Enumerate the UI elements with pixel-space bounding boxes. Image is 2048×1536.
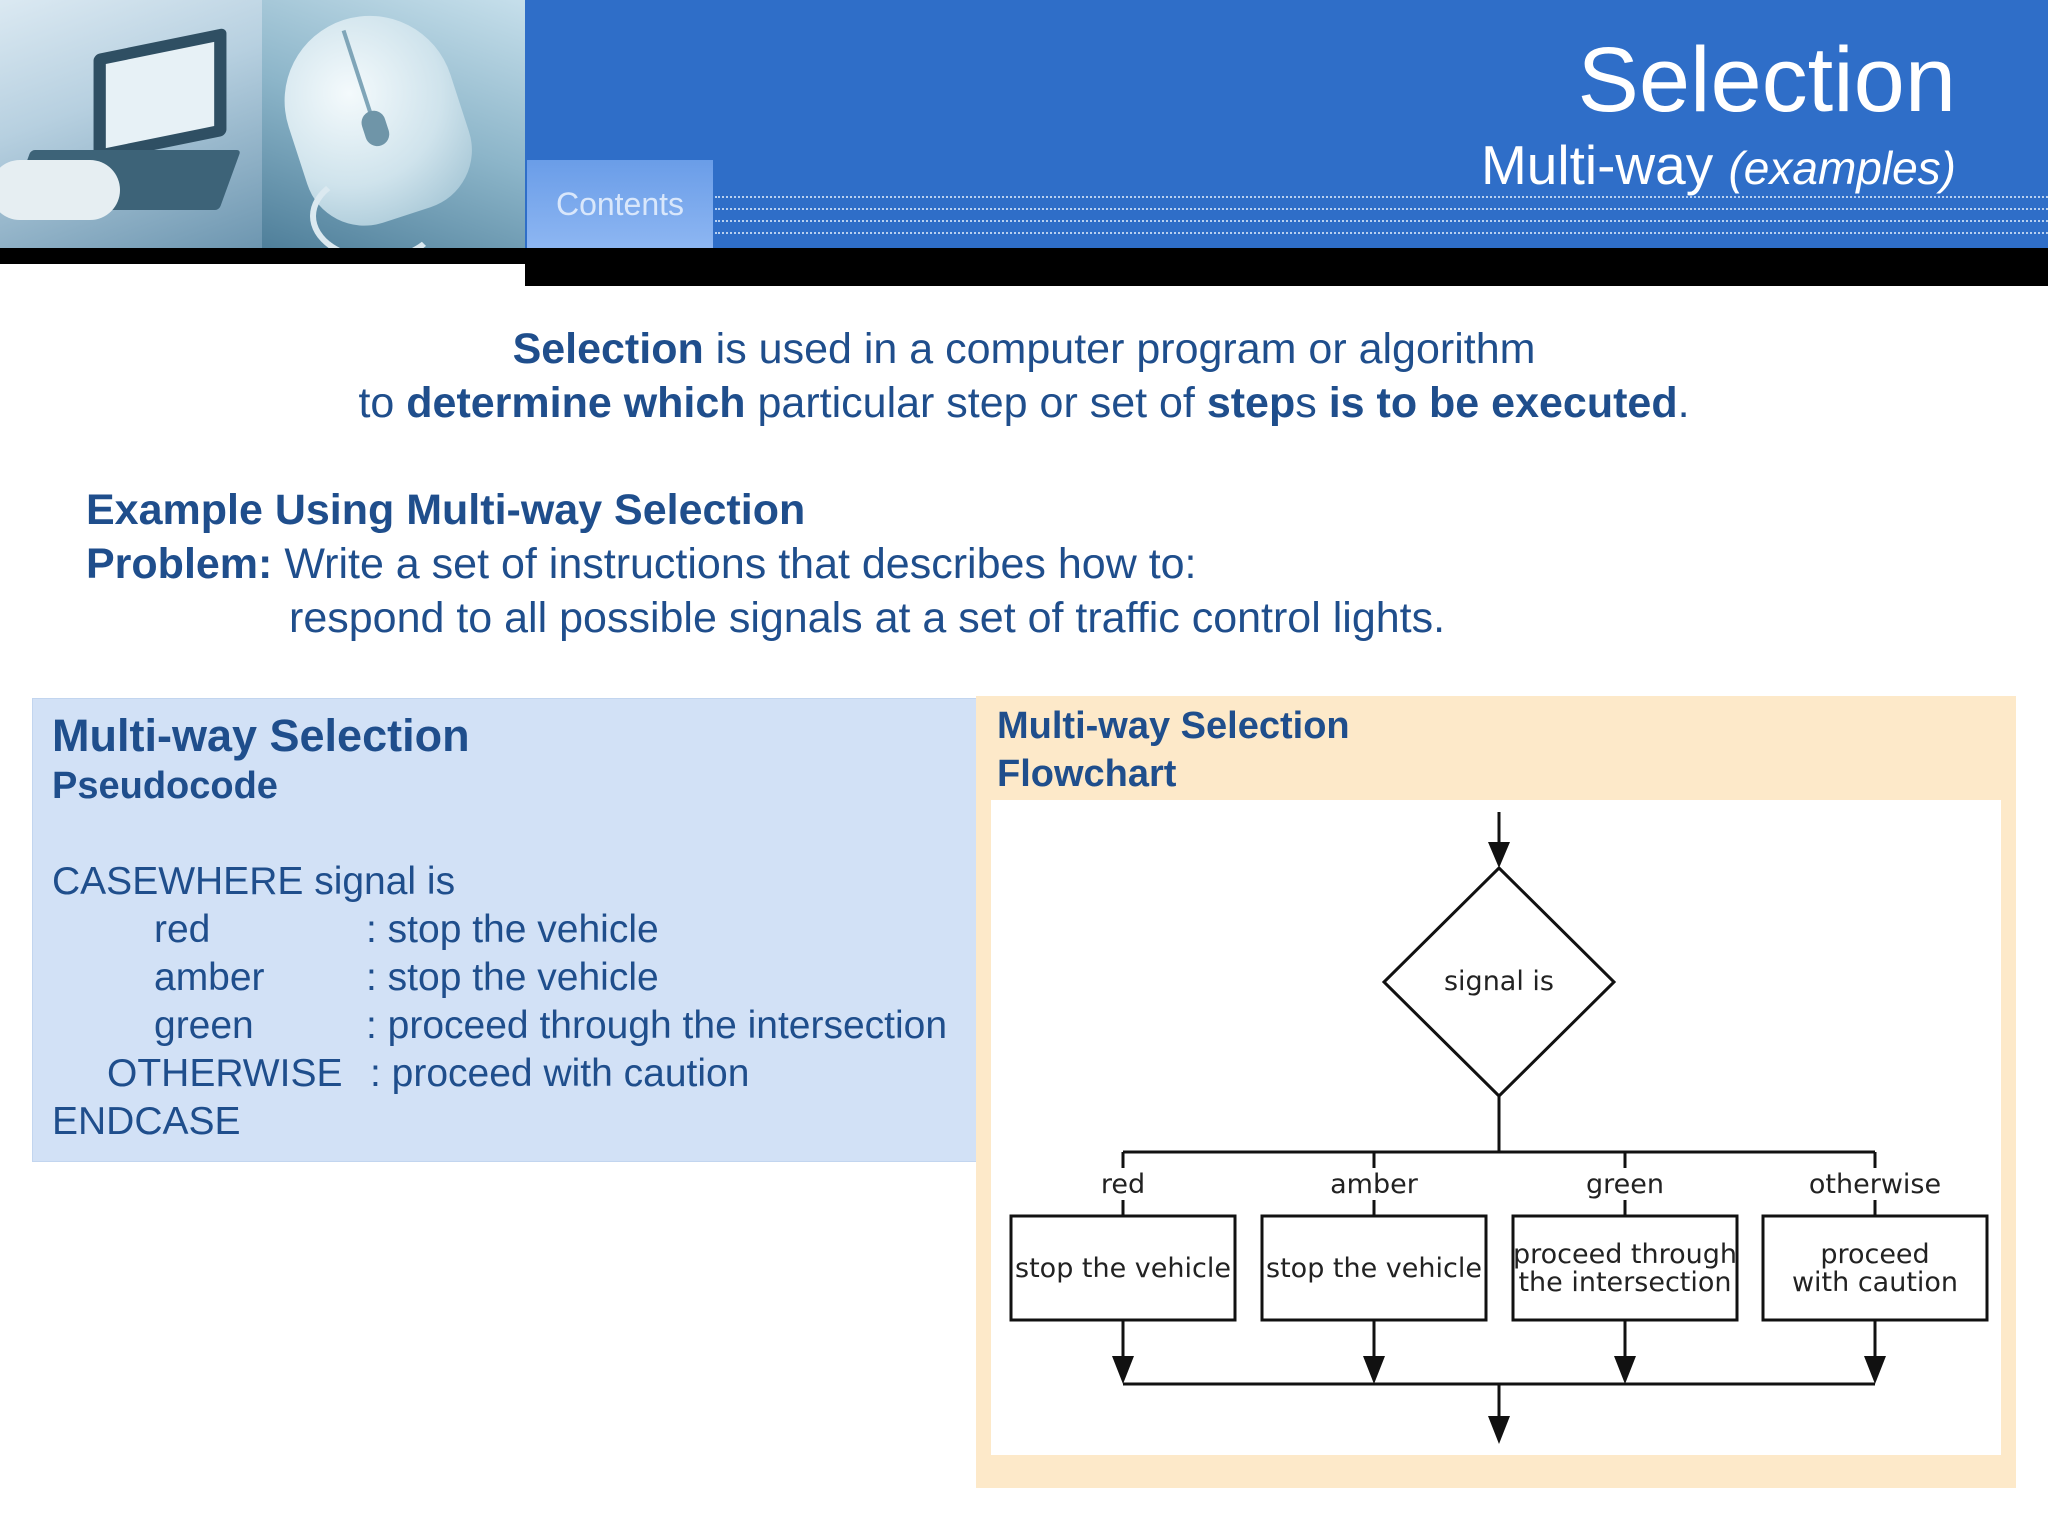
flowchart-subtitle: Flowchart xyxy=(997,753,1177,795)
arrowhead-amber xyxy=(1363,1356,1385,1384)
pseudocode-subtitle: Pseudocode xyxy=(52,765,278,807)
branch-label-green: green xyxy=(1586,1169,1664,1200)
intro-bold-executed: is to be executed xyxy=(1316,379,1678,427)
flowchart-canvas: signal is red amber green otherwise stop… xyxy=(991,800,2001,1455)
dotted-line-4 xyxy=(715,232,2048,234)
header-divider-left xyxy=(0,248,525,264)
action-text-red: stop the vehicle xyxy=(1015,1253,1231,1284)
hand-image xyxy=(0,160,120,220)
code-red-action: : stop the vehicle xyxy=(366,908,659,951)
branch-label-amber: amber xyxy=(1330,1169,1419,1200)
intro-line-1: Selection is used in a computer program … xyxy=(0,322,2048,376)
intro-line-2: to determine which particular step or se… xyxy=(0,376,2048,430)
dotted-line-2 xyxy=(715,208,2048,210)
example-block: Example Using Multi-way Selection Proble… xyxy=(86,483,1197,591)
exit-arrowhead xyxy=(1488,1416,1510,1444)
example-heading: Example Using Multi-way Selection xyxy=(86,486,806,534)
header-photo xyxy=(0,0,525,248)
arrowhead-green xyxy=(1614,1356,1636,1384)
code-green-action: : proceed through the intersection xyxy=(366,1004,948,1047)
subtitle-italic: (examples) xyxy=(1728,142,1956,194)
code-endcase: ENDCASE xyxy=(52,1100,241,1143)
problem-label: Problem: xyxy=(86,540,273,588)
slide-subtitle: Multi-way (examples) xyxy=(1481,135,1956,198)
intro-line2-end: . xyxy=(1677,379,1690,427)
intro-line2-pre: to xyxy=(358,379,407,427)
action-box-red xyxy=(1009,1214,1237,1322)
flowchart-diagram: signal is red amber green otherwise stop… xyxy=(1009,812,1989,1444)
dotted-line-1 xyxy=(715,196,2048,198)
action-box-amber xyxy=(1260,1214,1488,1322)
action-box-green xyxy=(1511,1214,1739,1322)
arrowhead-otherwise xyxy=(1864,1356,1886,1384)
contents-tab[interactable]: Contents xyxy=(527,160,713,248)
code-green-label: green xyxy=(154,1004,254,1047)
header-divider-right xyxy=(525,248,2048,286)
code-casewhere: CASEWHERE signal is xyxy=(52,860,456,903)
branch-label-red: red xyxy=(1101,1169,1145,1200)
arrowhead-red xyxy=(1112,1356,1134,1384)
action-text-amber: stop the vehicle xyxy=(1266,1253,1482,1284)
code-amber-label: amber xyxy=(154,956,265,999)
intro-bold-selection: Selection xyxy=(512,325,704,373)
code-otherwise-action: : proceed with caution xyxy=(370,1052,750,1095)
action-text-otherwise-line2: with caution xyxy=(1792,1267,1958,1298)
slide-title: Selection xyxy=(1577,29,1956,131)
decision-label: signal is xyxy=(1444,966,1554,997)
intro-line2-mid: particular step or set of xyxy=(745,379,1207,427)
action-text-otherwise-line1: proceed xyxy=(1820,1239,1929,1270)
problem-continuation: respond to all possible signals at a set… xyxy=(289,594,1446,642)
laptop-photo xyxy=(0,0,262,248)
intro-bold-determine: determine which xyxy=(406,379,746,427)
action-text-green-line1: proceed through xyxy=(1513,1239,1737,1270)
code-amber-action: : stop the vehicle xyxy=(366,956,659,999)
laptop-screen-image xyxy=(93,27,227,163)
pseudocode-title: Multi-way Selection xyxy=(52,710,470,761)
mouse-cable-image xyxy=(310,170,442,248)
pseudocode-panel xyxy=(32,698,978,1162)
dotted-line-3 xyxy=(715,220,2048,222)
code-otherwise-label: OTHERWISE xyxy=(107,1052,343,1095)
action-text-green-line2: the intersection xyxy=(1518,1267,1731,1298)
intro-bold-step: step xyxy=(1206,379,1296,427)
branch-label-otherwise: otherwise xyxy=(1809,1169,1941,1200)
entry-arrowhead xyxy=(1488,842,1510,868)
code-red-label: red xyxy=(154,908,211,951)
flowchart-title: Multi-way Selection xyxy=(997,705,1350,747)
subtitle-main: Multi-way xyxy=(1480,134,1714,196)
intro-line1-text: is used in a computer program or algorit… xyxy=(703,325,1536,373)
intro-line2-s: s xyxy=(1295,379,1317,427)
problem-text: Write a set of instructions that describ… xyxy=(272,540,1197,588)
